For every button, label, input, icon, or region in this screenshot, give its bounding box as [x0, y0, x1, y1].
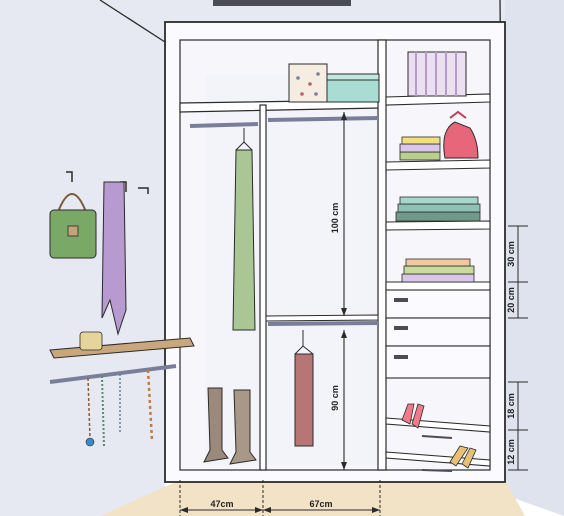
- dimension-hanging-lower: [341, 330, 347, 470]
- drawer-1: [385, 289, 491, 319]
- rod-middle-upper: [267, 116, 379, 122]
- shoe-rail-1: [421, 435, 453, 439]
- ceiling-corner-line: [99, 0, 166, 43]
- scarf-icon: [101, 181, 127, 336]
- folded-sweaters-icon: [401, 258, 475, 283]
- rod-left: [189, 122, 259, 128]
- drawer-handle-1: [394, 298, 408, 302]
- label-shoe-upper: 18 cm: [506, 393, 516, 419]
- label-shoe-lower: 12 cm: [506, 439, 516, 465]
- interior-back-left: [205, 75, 380, 465]
- folded-towels-icon: [395, 196, 481, 222]
- ceiling-strip: [213, 0, 351, 6]
- boots-icon: [203, 387, 257, 465]
- drawer-3: [385, 345, 491, 379]
- dimension-hanging-upper: [341, 112, 347, 316]
- shelf-r3: [385, 220, 491, 231]
- shoe-shelf-1: [385, 417, 491, 433]
- middle-shelf: [265, 314, 379, 322]
- label-hanging-upper: 100 cm: [330, 203, 340, 234]
- folded-clothes-icon: [399, 136, 441, 161]
- striped-box-icon: [407, 51, 467, 97]
- floor: [100, 480, 525, 516]
- dress-icon: [232, 128, 256, 331]
- teal-box-icon: [326, 73, 380, 103]
- rod-middle-lower: [267, 321, 379, 326]
- dimension-drawer: [508, 282, 528, 319]
- handbag-icon: [49, 193, 97, 259]
- shoe-rail-2: [421, 469, 453, 472]
- drawer-2: [385, 317, 491, 347]
- shirt-icon: [294, 330, 314, 447]
- dimension-width-middle: [263, 480, 381, 516]
- jewelry-shelf-icon: [49, 331, 195, 447]
- drawer-handle-3: [394, 355, 408, 359]
- divider-left: [259, 104, 267, 471]
- label-width-middle: 67cm: [309, 499, 332, 509]
- divider-right: [377, 39, 387, 471]
- label-shelf-gap: 30 cm: [506, 241, 516, 267]
- label-hanging-lower: 90 cm: [330, 385, 340, 411]
- drawer-handle-2: [394, 326, 408, 330]
- label-width-left: 47cm: [210, 499, 233, 509]
- shelf-r2: [385, 159, 491, 171]
- label-drawer: 20 cm: [506, 287, 516, 313]
- dimension-shoe-lower: [508, 430, 528, 471]
- shelf-r4: [385, 281, 491, 291]
- shoes-icon: [401, 403, 477, 469]
- gift-bag-icon: [443, 110, 479, 159]
- hatbox-icon: [288, 63, 328, 103]
- right-wall: [505, 0, 564, 516]
